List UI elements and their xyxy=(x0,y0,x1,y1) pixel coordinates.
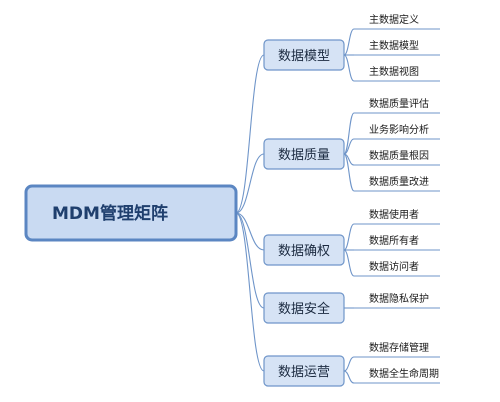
leaf-label: 数据质量改进 xyxy=(369,175,429,188)
leaf-label: 数据所有者 xyxy=(369,234,419,247)
root-node-label: MDM管理矩阵 xyxy=(52,203,168,224)
branch-node-operations: 数据运营 xyxy=(263,355,345,387)
branch-to-leaf-connector xyxy=(343,356,355,372)
leaf-label: 数据质量根因 xyxy=(369,149,429,162)
root-node: MDM管理矩阵 xyxy=(24,184,238,242)
leaf-label: 数据存储管理 xyxy=(369,341,429,354)
branch-node-label: 数据质量 xyxy=(278,148,330,163)
root-to-branch-connector xyxy=(235,212,265,251)
branch-node-box xyxy=(263,234,345,266)
branch-node-quality: 数据质量 xyxy=(263,138,345,170)
leaf-label: 数据访问者 xyxy=(369,260,419,273)
branch-node-ownership: 数据确权 xyxy=(263,234,345,266)
branch-to-leaf-connector xyxy=(343,112,355,155)
leaf-group-security: 数据隐私保护 xyxy=(354,292,440,309)
root-to-branch-connector xyxy=(235,54,265,214)
leaf-label: 数据全生命周期 xyxy=(369,367,439,380)
branch-node-box xyxy=(263,138,345,170)
root-to-branch-connector xyxy=(235,212,265,372)
branch-to-leaf-connector xyxy=(343,249,355,277)
branch-node-model: 数据模型 xyxy=(263,39,345,71)
root-to-branch-connector xyxy=(235,153,265,214)
root-to-branch-connector xyxy=(235,212,265,309)
leaf-group-operations: 数据存储管理 数据全生命周期 xyxy=(354,341,440,384)
leaf-label: 主数据模型 xyxy=(369,39,419,52)
branch-node-security: 数据安全 xyxy=(263,292,345,324)
branch-to-leaf-connector xyxy=(343,138,355,155)
root-node-box xyxy=(24,184,238,242)
branch-node-box xyxy=(263,39,345,71)
branch-to-leaf-connector xyxy=(343,370,355,384)
connectors xyxy=(235,28,355,384)
branch-to-leaf-connector xyxy=(343,223,355,251)
leaf-label: 数据质量评估 xyxy=(369,97,429,110)
leaf-group-quality: 数据质量评估 业务影响分析 数据质量根因 数据质量改进 xyxy=(354,97,440,192)
branch-to-leaf-connector xyxy=(343,28,355,56)
leaf-group-model: 主数据定义 主数据模型 主数据视图 xyxy=(354,13,440,82)
leaf-group-ownership: 数据使用者 数据所有者 数据访问者 xyxy=(354,208,440,277)
branch-to-leaf-connector xyxy=(343,54,355,82)
branch-node-label: 数据运营 xyxy=(278,365,330,380)
leaf-label: 业务影响分析 xyxy=(369,123,429,136)
branch-node-label: 数据确权 xyxy=(278,243,330,259)
leaf-label: 主数据视图 xyxy=(369,65,419,78)
branch-node-box xyxy=(263,355,345,387)
branch-node-box xyxy=(263,292,345,324)
leaf-label: 数据使用者 xyxy=(369,208,419,221)
branch-to-leaf-connector xyxy=(343,153,355,192)
branch-node-label: 数据安全 xyxy=(278,301,330,317)
leaf-label: 数据隐私保护 xyxy=(369,292,429,305)
branch-node-label: 数据模型 xyxy=(278,49,330,64)
leaf-label: 主数据定义 xyxy=(369,13,419,26)
